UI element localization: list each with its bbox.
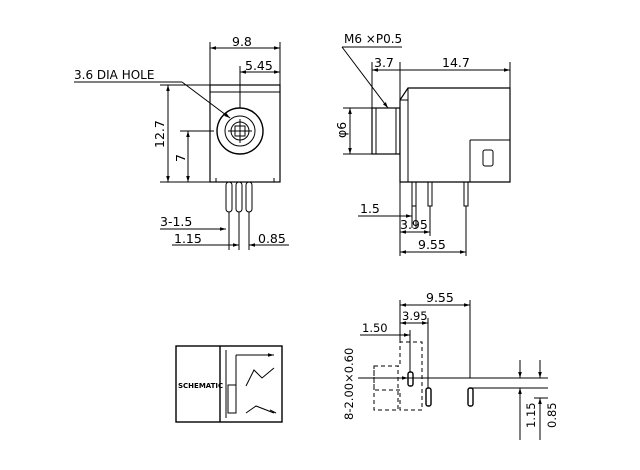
side-view: M6 ×P0.5 3.7 14.7 φ6 1.5 3.95 9.55 — [334, 32, 511, 256]
dim-pin-spacing-a: 3.95 — [400, 217, 428, 232]
hole-label: 3.6 DIA HOLE — [74, 68, 154, 82]
side-pin-3 — [463, 181, 469, 207]
front-pin-right — [245, 181, 253, 213]
side-window — [482, 149, 494, 167]
thread-label: M6 ×P0.5 — [344, 32, 402, 46]
pcb-hole-spec: 8-2.00×0.60 — [342, 348, 356, 420]
schematic: SCHEMATIC — [175, 345, 283, 423]
dim-pin-spacing-b: 9.55 — [418, 237, 446, 252]
pcb-hole-3 — [467, 387, 474, 407]
dim-center-height: 7 — [173, 154, 188, 162]
dim-body-length: 14.7 — [442, 55, 470, 70]
dim-barrel-dia: φ6 — [334, 122, 349, 138]
front-view: 9.8 5.45 3.6 DIA HOLE 12.7 7 3-1.5 1.15 … — [74, 34, 289, 250]
pcb-dim-first-offset: 1.50 — [362, 321, 388, 335]
pcb-hole-2 — [425, 387, 432, 407]
dim-pin-count: 3-1.5 — [160, 214, 192, 229]
pcb-dim-second-offset: 3.95 — [402, 309, 428, 323]
pcb-hole-1 — [407, 371, 414, 387]
side-barrel — [371, 107, 401, 155]
pcb-dim-pitch-a: 1.15 — [524, 402, 538, 428]
dim-pin-offset: 1.5 — [360, 201, 380, 216]
dim-pin-pitch-right: 0.85 — [258, 231, 286, 246]
front-pin-mid — [235, 181, 243, 213]
pcb-layout: 9.55 3.95 1.50 8-2.00×0.60 1.15 0.85 — [342, 290, 559, 440]
pcb-outline — [373, 341, 423, 411]
jack-hole — [224, 115, 256, 147]
dim-width: 9.8 — [232, 34, 252, 49]
side-pin-2 — [427, 181, 433, 207]
pcb-dim-pitch-b: 0.85 — [545, 402, 559, 428]
pcb-dim-overall: 9.55 — [426, 290, 454, 305]
schematic-frame — [175, 345, 283, 423]
dim-pin-pitch-left: 1.15 — [174, 231, 202, 246]
side-body — [399, 87, 511, 183]
schematic-label: SCHEMATIC — [178, 382, 223, 390]
dim-height: 12.7 — [152, 120, 167, 148]
front-pin-left — [225, 181, 233, 213]
dim-barrel-length: 3.7 — [374, 55, 394, 70]
side-pin-1 — [411, 181, 417, 207]
dim-center-offset: 5.45 — [245, 58, 273, 73]
